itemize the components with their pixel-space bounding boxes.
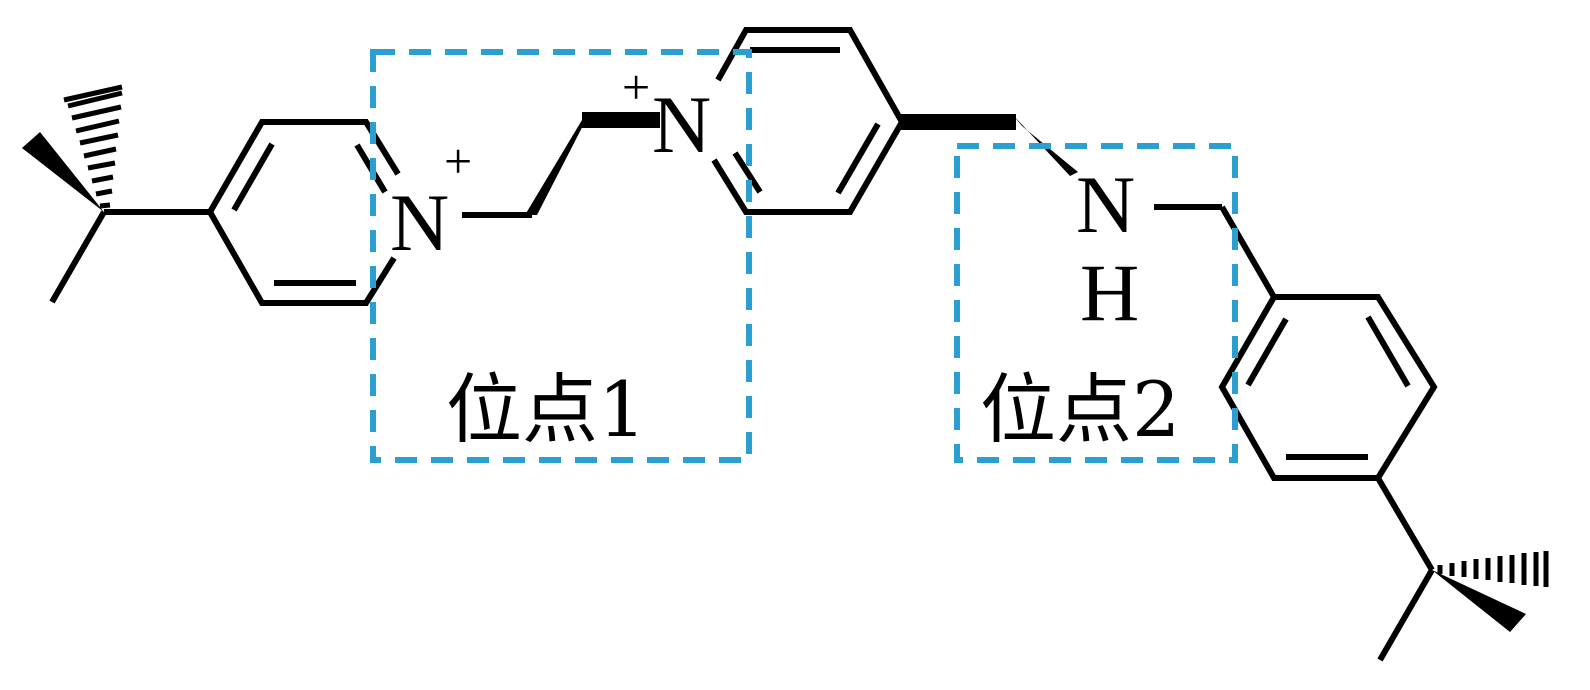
site-1-dashed-box (370, 49, 752, 463)
left-nitrogen-atom: N (390, 177, 449, 268)
site-2-label: 位点2 (980, 365, 1180, 454)
site-2-dashed-box (954, 143, 1238, 463)
middle-ring-outline (711, 27, 906, 215)
middle-ring-inner-double-bond-3 (732, 151, 763, 194)
linker-bold-bond-2 (582, 112, 660, 128)
right-tbutyl-ring-bond (1375, 476, 1435, 572)
left-tbutyl-methyl-bond (49, 210, 107, 304)
benzylic-bold-bond (900, 114, 1016, 130)
right-nitrogen-atom: N (652, 79, 711, 170)
amine-hydrogen-atom: H (1080, 247, 1139, 338)
left-tbutyl-hash-bond (63, 84, 123, 209)
right-tbutyl-hash-bond (1437, 551, 1549, 587)
right-tbutyl-methyl-bond (1377, 568, 1435, 662)
right-tbutyl-wedge-bond (1432, 570, 1526, 632)
benzylic-bond (900, 114, 1078, 176)
middle-pyridinium-ring (711, 27, 906, 215)
right-nitrogen-charge: + (622, 59, 650, 115)
right-ring-inner-double-bond-1 (1245, 317, 1289, 387)
left-ring-inner-double-bond-1 (231, 142, 275, 212)
linker-bold-wedge-bond (525, 112, 590, 215)
right-tert-butyl-group (1375, 476, 1549, 662)
left-ring-outline (206, 119, 401, 306)
ch2-ring-bond (1219, 205, 1277, 299)
right-ring-inner-double-bond-2 (1365, 315, 1411, 388)
site-1-label: 位点1 (446, 365, 646, 454)
middle-ring-inner-double-bond-2 (835, 122, 881, 195)
left-pyridinium-ring (206, 119, 401, 306)
amine-nitrogen-atom: N (1076, 159, 1135, 250)
right-benzene-ring (1154, 204, 1438, 481)
left-tert-butyl-group (22, 84, 210, 304)
left-nitrogen-charge: + (444, 133, 472, 189)
left-tbutyl-wedge-bond (22, 132, 104, 212)
ethylene-linker (462, 112, 660, 218)
right-ring-outline (1218, 294, 1438, 481)
